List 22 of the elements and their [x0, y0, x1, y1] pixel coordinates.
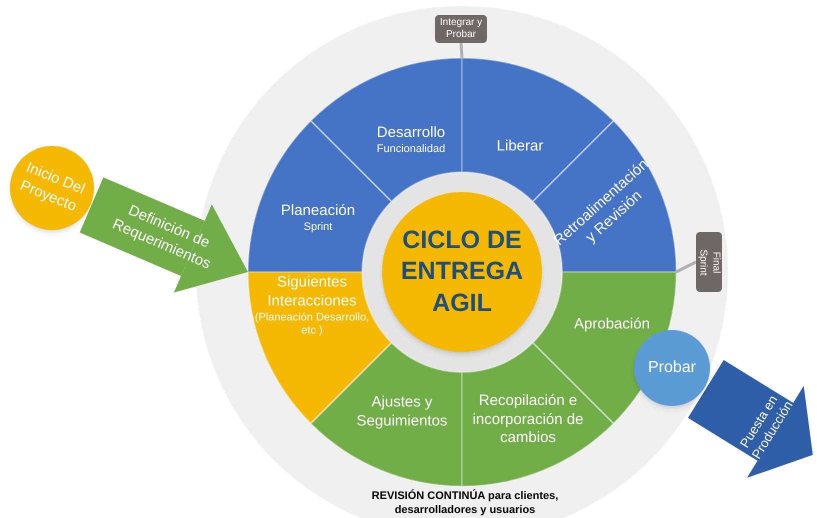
circle-label: Probar — [646, 358, 697, 378]
callout-label: Final Sprint — [697, 248, 722, 276]
segment-title: Planeación — [280, 202, 356, 220]
callout-label: Integrar y Probar — [438, 16, 484, 42]
cycle-segment — [310, 58, 462, 202]
callout-box — [696, 232, 722, 292]
segment-title: Recopilación e incorporación de cambios — [472, 392, 584, 448]
segment-title: Siguientes Interacciones — [266, 274, 358, 311]
block-arrow — [80, 177, 248, 292]
segment-subtitle: (Planeación Desarrollo, etc ) — [254, 311, 370, 338]
cycle-segment — [462, 342, 614, 486]
leader-line — [675, 260, 697, 274]
caption-text: REVISIÓN CONTINÚA para clientes, desarrolladores y usuarios — [370, 490, 560, 518]
segment-title: Desarrollo — [376, 124, 446, 142]
segment-subtitle: Funcionalidad — [376, 142, 446, 156]
segment-title: Liberar — [496, 138, 544, 156]
segment-title: Aprobación — [574, 316, 650, 334]
segment-title: Ajustes y Seguimientos — [356, 393, 448, 431]
circle-label: CICLO DE ENTREGA AGIL — [400, 225, 524, 319]
cycle-segment — [310, 342, 462, 486]
leader-line — [460, 42, 464, 58]
segment-subtitle: Sprint — [304, 220, 332, 234]
